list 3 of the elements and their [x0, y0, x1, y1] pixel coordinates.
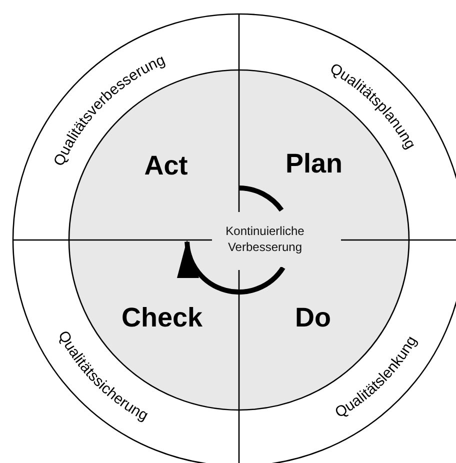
phase-label: Check [121, 302, 203, 332]
phase-label: Do [295, 302, 331, 334]
phase-label: Plan [285, 148, 343, 180]
